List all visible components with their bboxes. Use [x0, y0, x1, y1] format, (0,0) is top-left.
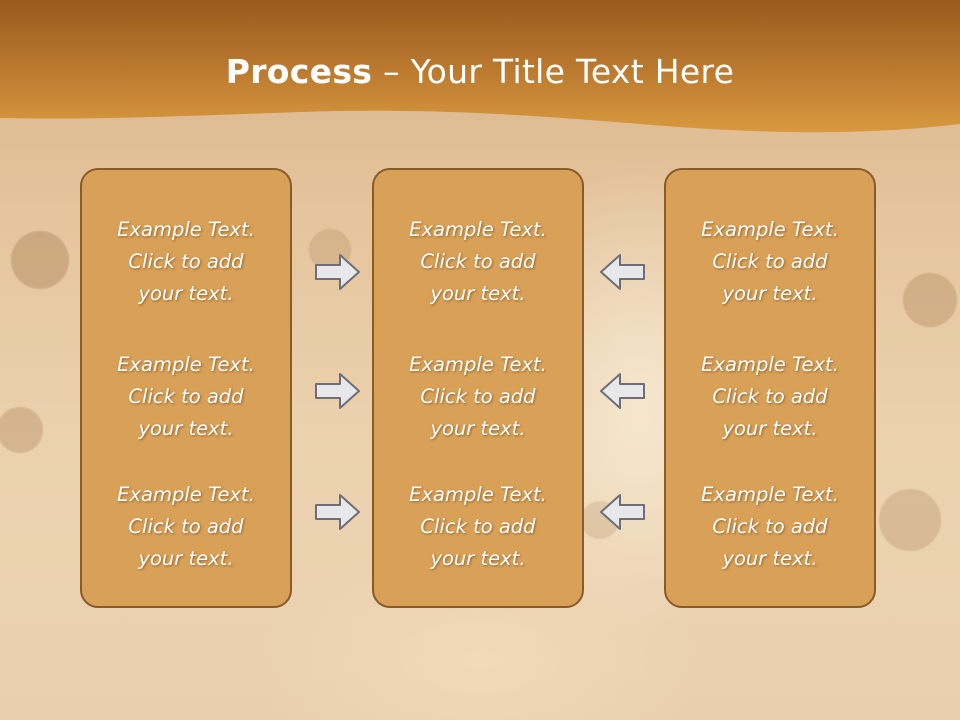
text-line: your text. — [430, 547, 526, 570]
text-line: Click to add — [420, 250, 536, 273]
text-placeholder[interactable]: Example Text. Click to add your text. — [374, 214, 582, 310]
text-line: Example Text. — [409, 483, 547, 506]
arrow-left-icon — [600, 373, 645, 409]
text-line: Click to add — [712, 515, 828, 538]
text-line: Click to add — [128, 515, 244, 538]
text-line: Example Text. — [117, 483, 255, 506]
title-text: – Your Title Text Here — [372, 52, 735, 91]
text-placeholder[interactable]: Example Text. Click to add your text. — [374, 349, 582, 445]
text-line: Example Text. — [117, 218, 255, 241]
text-placeholder[interactable]: Example Text. Click to add your text. — [82, 214, 290, 310]
text-placeholder[interactable]: Example Text. Click to add your text. — [82, 479, 290, 575]
text-placeholder[interactable]: Example Text. Click to add your text. — [666, 349, 874, 445]
text-line: Example Text. — [409, 353, 547, 376]
text-placeholder[interactable]: Example Text. Click to add your text. — [374, 479, 582, 575]
text-line: Example Text. — [117, 353, 255, 376]
text-line: Click to add — [128, 385, 244, 408]
text-line: your text. — [722, 547, 818, 570]
text-line: Example Text. — [409, 218, 547, 241]
process-box-right[interactable]: Example Text. Click to add your text. Ex… — [664, 168, 876, 608]
text-line: Click to add — [420, 515, 536, 538]
text-line: your text. — [138, 282, 234, 305]
text-placeholder[interactable]: Example Text. Click to add your text. — [666, 214, 874, 310]
process-box-middle[interactable]: Example Text. Click to add your text. Ex… — [372, 168, 584, 608]
title-bold: Process — [225, 52, 373, 91]
text-line: Click to add — [712, 385, 828, 408]
slide-title[interactable]: Process – Your Title Text Here — [0, 52, 960, 91]
text-line: Example Text. — [701, 483, 839, 506]
text-line: your text. — [430, 282, 526, 305]
text-line: your text. — [722, 282, 818, 305]
text-line: Click to add — [712, 250, 828, 273]
arrow-right-icon — [315, 373, 360, 409]
text-line: your text. — [138, 417, 234, 440]
arrow-right-icon — [315, 494, 360, 530]
process-box-left[interactable]: Example Text. Click to add your text. Ex… — [80, 168, 292, 608]
text-placeholder[interactable]: Example Text. Click to add your text. — [666, 479, 874, 575]
text-line: your text. — [138, 547, 234, 570]
text-placeholder[interactable]: Example Text. Click to add your text. — [82, 349, 290, 445]
text-line: Example Text. — [701, 218, 839, 241]
arrow-left-icon — [600, 254, 645, 290]
header-banner — [0, 0, 960, 133]
text-line: your text. — [430, 417, 526, 440]
text-line: Example Text. — [701, 353, 839, 376]
text-line: your text. — [722, 417, 818, 440]
arrow-right-icon — [315, 254, 360, 290]
arrow-left-icon — [600, 494, 645, 530]
text-line: Click to add — [128, 250, 244, 273]
text-line: Click to add — [420, 385, 536, 408]
